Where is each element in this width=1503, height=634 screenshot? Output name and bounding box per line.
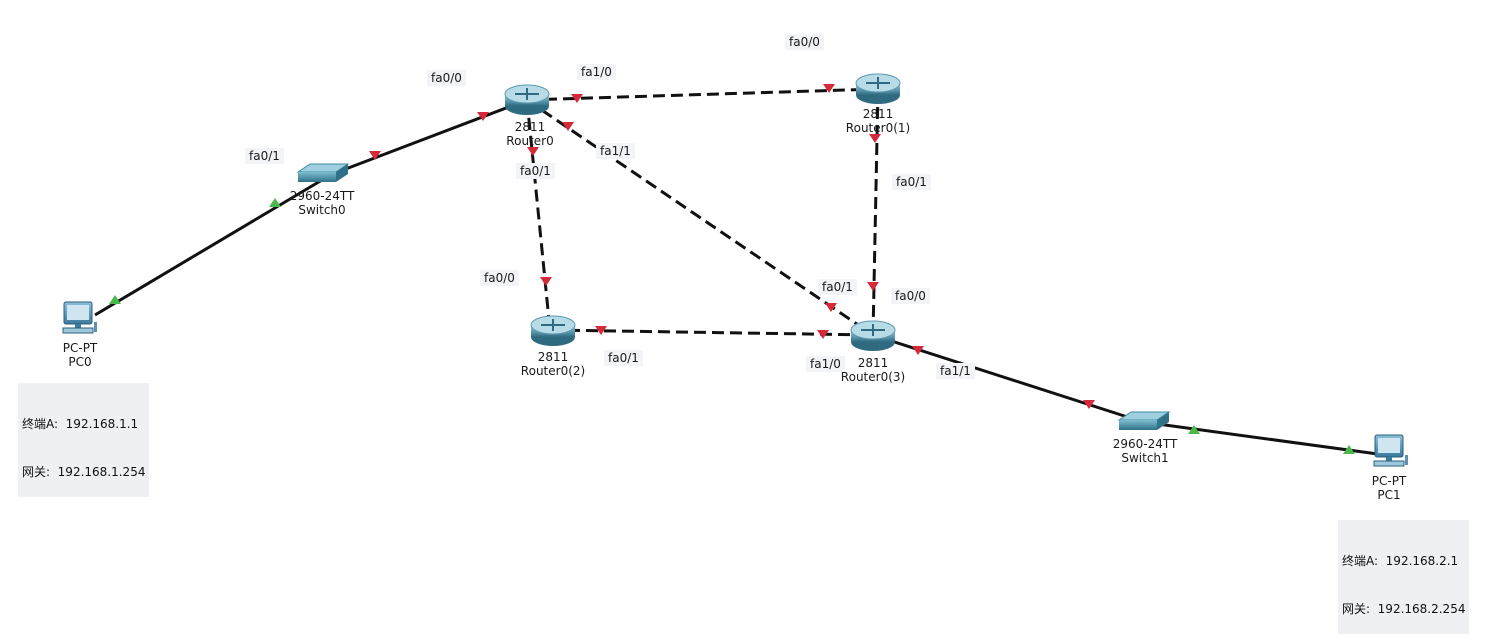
- pc0-note-ip: 终端A: 192.168.1.1: [22, 417, 139, 431]
- port-label: fa0/1: [818, 279, 857, 295]
- port-label: fa1/1: [596, 143, 635, 159]
- link-up-indicators: [109, 198, 1355, 454]
- link-down-indicator: [867, 282, 879, 291]
- router3-model: 2811: [857, 356, 889, 370]
- link-down-indicator: [825, 303, 837, 312]
- topology-canvas: [62, 73, 1408, 467]
- port-label: fa0/1: [516, 163, 555, 179]
- switch1-model: 2960-24TT: [1112, 437, 1178, 451]
- link-down-indicator: [823, 84, 835, 93]
- router2-label: 2811 Router0(2): [521, 350, 585, 378]
- link-switch1-pc1[interactable]: [1142, 420, 1386, 457]
- link-down-indicator: [869, 134, 881, 143]
- port-label: fa0/1: [245, 148, 284, 164]
- link-router0-router3[interactable]: [526, 98, 874, 337]
- link-down-indicator: [1083, 400, 1095, 409]
- router-icon[interactable]: [504, 84, 550, 115]
- link-down-indicator: [527, 147, 539, 156]
- pc1-note-gateway: 网关: 192.168.2.254: [1342, 602, 1466, 616]
- switch0-label: 2960-24TT Switch0: [290, 189, 355, 217]
- router-icon[interactable]: [855, 73, 901, 104]
- router2-model: 2811: [537, 350, 569, 364]
- link-router0-router1[interactable]: [526, 87, 879, 102]
- link-up-indicator: [109, 295, 121, 304]
- link-down-indicator: [912, 346, 924, 355]
- port-label: fa1/0: [577, 64, 616, 80]
- pc1-name: PC1: [1377, 488, 1401, 502]
- switch-icon[interactable]: [296, 163, 350, 182]
- router0-name: Router0: [506, 134, 554, 148]
- switch1-label: 2960-24TT Switch1: [1113, 437, 1178, 465]
- port-label: fa0/0: [891, 288, 930, 304]
- port-label: fa0/1: [892, 174, 931, 190]
- router3-label: 2811 Router0(3): [841, 356, 905, 384]
- pc1-note-ip: 终端A: 192.168.2.1: [1342, 554, 1459, 568]
- link-router0-router2[interactable]: [525, 99, 552, 331]
- link-up-indicator: [269, 198, 281, 207]
- link-down-indicator: [817, 330, 829, 339]
- pc1-model: PC-PT: [1371, 474, 1407, 488]
- port-label: fa0/0: [427, 70, 466, 86]
- pc1-note: 终端A: 192.168.2.1 网关: 192.168.2.254: [1338, 520, 1470, 634]
- pc0-note-gateway: 网关: 192.168.1.254: [22, 465, 146, 479]
- pc0-name: PC0: [68, 355, 92, 369]
- link-down-indicator: [540, 277, 552, 286]
- router2-name: Router0(2): [520, 364, 586, 378]
- link-down-indicator: [595, 326, 607, 335]
- switch1-name: Switch1: [1121, 451, 1169, 465]
- pc0-label: PC-PT PC0: [63, 341, 98, 369]
- switch0-name: Switch0: [298, 203, 346, 217]
- router1-label: 2811 Router0(1): [846, 107, 910, 135]
- router0-label: 2811 Router0: [506, 120, 553, 148]
- link-pc0-switch0[interactable]: [94, 178, 323, 317]
- port-label: fa0/1: [604, 350, 643, 366]
- router1-name: Router0(1): [845, 121, 911, 135]
- link-switch0-router0[interactable]: [321, 98, 528, 180]
- link-down-indicator: [477, 112, 489, 121]
- link-up-indicator: [1343, 445, 1355, 454]
- link-router1-router3[interactable]: [871, 88, 880, 336]
- router1-model: 2811: [862, 107, 894, 121]
- switch-icon[interactable]: [1117, 411, 1171, 430]
- pc1-label: PC-PT PC1: [1372, 474, 1407, 502]
- link-down-indicator: [571, 94, 583, 103]
- port-label: fa1/0: [806, 356, 845, 372]
- link-indicators: [369, 84, 1095, 409]
- port-label: fa0/0: [480, 270, 519, 286]
- router3-name: Router0(3): [840, 370, 906, 384]
- pc-icon[interactable]: [62, 301, 97, 334]
- port-label: fa0/0: [785, 34, 824, 50]
- link-down-indicator: [562, 122, 574, 131]
- link-down-indicator: [369, 151, 381, 160]
- link-up-indicator: [1188, 425, 1200, 434]
- pc0-model: PC-PT: [62, 341, 98, 355]
- router-icon[interactable]: [850, 320, 896, 351]
- switch0-model: 2960-24TT: [289, 189, 355, 203]
- pc0-note: 终端A: 192.168.1.1 网关: 192.168.1.254: [18, 383, 150, 497]
- links: [94, 87, 1386, 457]
- router0-model: 2811: [514, 120, 546, 134]
- pc-icon[interactable]: [1373, 434, 1408, 467]
- router-icon[interactable]: [530, 315, 576, 346]
- port-label: fa1/1: [936, 363, 975, 379]
